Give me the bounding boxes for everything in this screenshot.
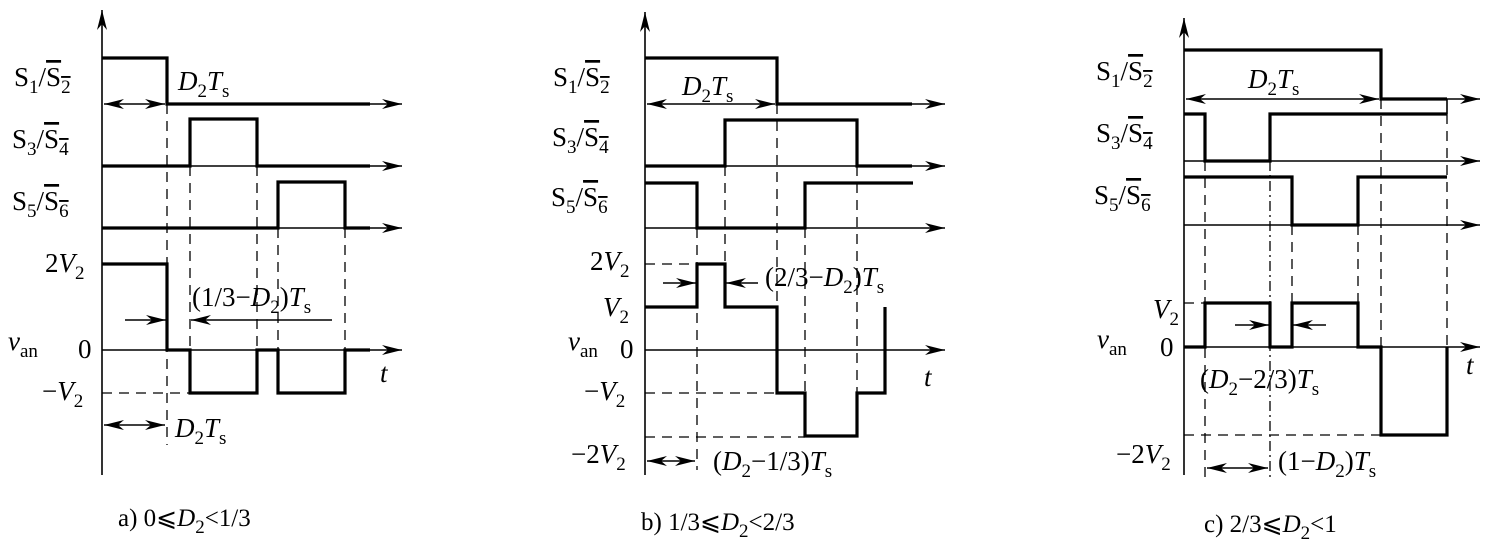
interval1-label: (2/3−D2)Ts	[765, 262, 884, 298]
caption-b: b) 1/3⩽D2<2/3	[641, 509, 795, 542]
zero-label: 0	[78, 334, 92, 364]
s12-label: S1/S2	[14, 62, 71, 98]
neg-2v2-label: −2V2	[1116, 439, 1171, 475]
s56-label: S5/S6	[12, 186, 69, 222]
neg-v2-label: −V2	[42, 376, 83, 412]
s34-label: S3/S4	[1096, 118, 1153, 154]
s34-waveform	[1184, 112, 1447, 163]
guide-lines	[102, 104, 346, 445]
s56-label: S5/S6	[551, 182, 608, 218]
s56-waveform	[645, 181, 913, 230]
t-label: t	[924, 362, 933, 392]
s12-label: S1/S2	[1096, 56, 1153, 92]
d2ts-top-label: D2Ts	[1247, 64, 1299, 100]
van-label: van	[1097, 324, 1127, 360]
s12-waveform	[645, 56, 912, 106]
d2ts-top-label: D2Ts	[681, 71, 733, 107]
s56-waveform	[1184, 175, 1447, 227]
caption-c: c) 2/3⩽D2<1	[1204, 511, 1337, 544]
t-label: t	[1466, 350, 1475, 380]
zero-label: 0	[1160, 332, 1174, 362]
interval2-label: (1−D2)Ts	[1278, 446, 1376, 482]
s56-label: S5/S6	[1094, 180, 1151, 216]
interval-label: (1/3−D2)Ts	[192, 282, 311, 318]
guide-lines	[645, 104, 858, 470]
neg-v2-label: −V2	[584, 376, 625, 412]
panel-a: S1/S2 S3/S4 S5/S6 2V2 van 0 −V2 t D2Ts (…	[8, 10, 402, 538]
v2-label: V2	[603, 292, 629, 328]
s12-waveform	[1184, 48, 1447, 101]
van-label: van	[8, 326, 38, 362]
panel-c: S1/S2 S3/S4 S5/S6 V2 van 0 −2V2 t D2Ts (…	[1094, 18, 1480, 544]
2v2-label: 2V2	[45, 248, 85, 284]
s12-label: S1/S2	[553, 62, 610, 98]
van-label: van	[568, 326, 598, 362]
s34-label: S3/S4	[12, 124, 69, 160]
s34-label: S3/S4	[552, 122, 609, 158]
guide-lines	[1184, 99, 1448, 478]
zero-label: 0	[620, 334, 634, 364]
neg-2v2-label: −2V2	[571, 439, 626, 475]
s34-waveform	[102, 117, 370, 168]
interval1-label: (D2−2/3)Ts	[1200, 364, 1319, 400]
s56-waveform	[102, 180, 370, 230]
caption-a: a) 0⩽D2<1/3	[118, 505, 251, 538]
panel-b: S1/S2 S3/S4 S5/S6 2V2 V2 van 0 −V2 −2V2 …	[551, 12, 945, 542]
interval2-label: (D2−1/3)Ts	[713, 446, 832, 482]
d2ts-top-label: D2Ts	[177, 66, 229, 102]
s12-waveform	[102, 56, 370, 106]
d2ts-bottom-label: D2Ts	[174, 413, 226, 449]
t-label: t	[380, 358, 389, 388]
v2-label: V2	[1153, 294, 1179, 330]
s34-waveform	[645, 118, 912, 168]
2v2-label: 2V2	[590, 246, 630, 282]
